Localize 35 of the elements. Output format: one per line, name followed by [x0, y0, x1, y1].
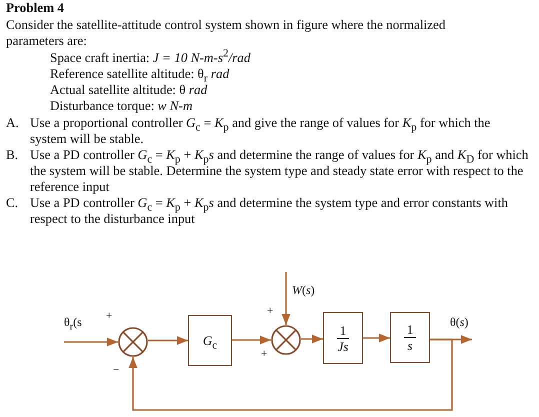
signal-arrow — [64, 338, 118, 346]
signal-arrow — [363, 334, 390, 342]
item-letter: C. — [6, 195, 18, 211]
parameter-line: Disturbance torque: w N-m — [50, 98, 194, 114]
block-label: G$_{c}$ — [202, 333, 218, 348]
sign-label: + — [267, 305, 274, 318]
problem-title: Problem 4 — [6, 0, 64, 16]
sign-label: − — [113, 364, 120, 377]
parameter-line: Actual satellite altitude: θ rad — [50, 82, 208, 98]
question-text: Use a PD controller G$_{c}$ = K$_{p}$ + K$_{p}$s and determine the system type and error constants with respect to the disturbance input — [30, 195, 509, 227]
sign-label: + — [106, 310, 112, 323]
summing-junction — [271, 325, 301, 355]
item-letter: A. — [6, 115, 19, 131]
fraction-denominator: Js — [338, 338, 348, 354]
summing-junction — [118, 327, 148, 357]
signal-arrow — [128, 338, 453, 411]
transfer-function-block — [188, 315, 232, 366]
sign-label: + — [261, 348, 268, 361]
transfer-function-block — [323, 312, 363, 364]
parameter-line: Reference satellite altitude: θ$_{r}$ rad — [50, 66, 230, 82]
signal-label: W(s) — [292, 284, 315, 297]
signal-arrow — [148, 336, 188, 345]
fraction-denominator: s — [407, 338, 413, 353]
signal-arrow — [301, 334, 323, 344]
fraction-numerator: 1 — [404, 322, 416, 338]
signal-arrow — [232, 336, 271, 344]
signal-label: θ(s) — [450, 316, 468, 329]
parameter-line: Space craft inertia: J = 10 N-m-s$^{2}$/rad — [50, 50, 252, 66]
fraction-numerator: 1 — [336, 322, 350, 338]
transfer-function-block — [390, 312, 430, 363]
signal-arrow — [282, 272, 290, 325]
signal-label: θ$_{r}$(s — [64, 316, 82, 329]
question-text: Use a proportional controller G$_{c}$ = K$_{p}$ and give the range of values for K$_{p}$ for which the system will be stable. — [30, 115, 492, 147]
item-letter: B. — [6, 147, 18, 163]
intro-paragraph: Consider the satellite-attitude control system shown in figure where the normalized parameters are: — [6, 17, 446, 49]
